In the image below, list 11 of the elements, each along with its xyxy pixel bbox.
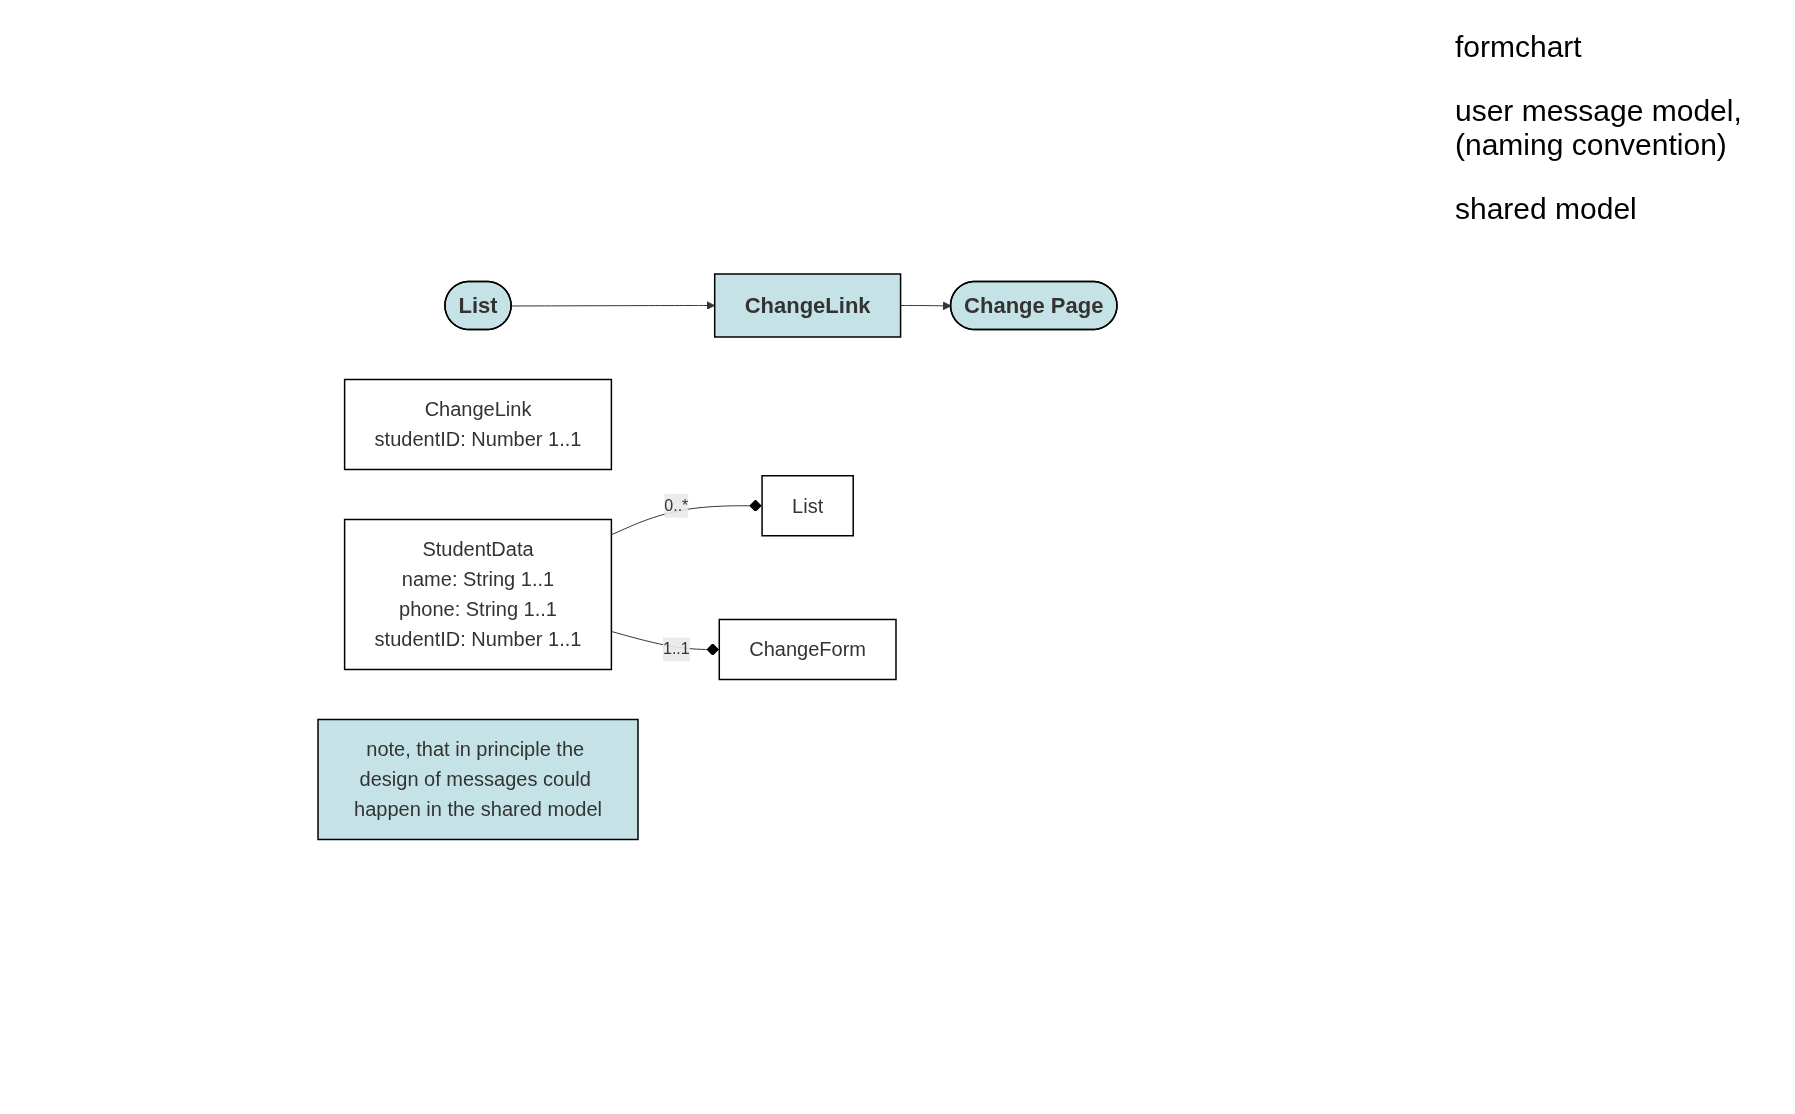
edge-label: 1..1 — [663, 640, 690, 658]
node-box: List — [761, 475, 854, 537]
node-box: StudentData name: String 1..1 phone: String 1..1 studentID: Number 1..1 — [343, 519, 613, 671]
node-box: ChangeLink studentID: Number 1..1 — [343, 379, 613, 471]
region-label: shared model — [1455, 192, 1638, 226]
region-label: user message model, (naming convention) — [1455, 94, 1743, 162]
region-label: formchart — [1455, 30, 1583, 64]
node-box: ChangeForm — [718, 619, 897, 681]
node-box: note, that in principle the design of messages could happen in the shared model — [317, 719, 639, 841]
node-box: ChangeLink — [713, 273, 902, 338]
edge-label: 0..* — [664, 496, 689, 514]
